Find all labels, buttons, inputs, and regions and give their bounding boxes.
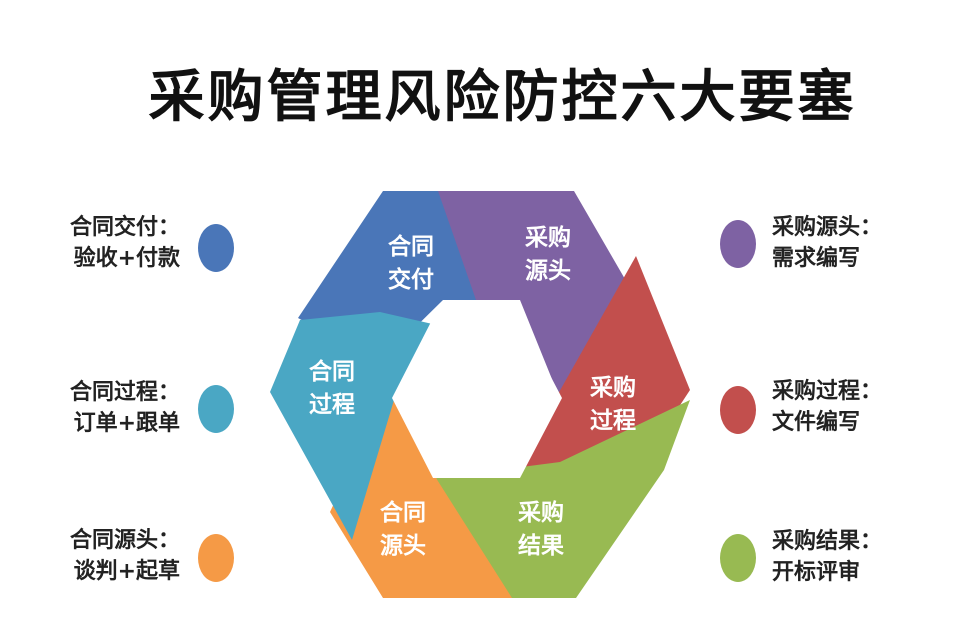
segment-label-procurement-source-2: 源头 <box>525 258 571 284</box>
right-item-procurement-result: 采购结果： 开标评审 <box>772 526 942 588</box>
right-item-title: 采购源头： <box>772 215 883 240</box>
color-dot-red <box>720 386 756 434</box>
color-dot-orange <box>198 534 234 582</box>
center-hexagon <box>392 318 562 478</box>
left-item-detail: 谈判+起草 <box>73 559 180 584</box>
right-item-title: 采购过程： <box>772 379 883 404</box>
segment-label-procurement-process-1: 采购 <box>590 375 636 401</box>
left-item-contract-delivery: 合同交付： 验收+付款 <box>30 212 180 274</box>
segment-shape-contract-process <box>270 312 450 540</box>
right-item-detail: 文件编写 <box>772 410 861 435</box>
color-dot-teal <box>198 385 234 433</box>
segment-label-contract-process-1: 合同 <box>309 358 355 385</box>
left-item-contract-process: 合同过程： 订单+跟单 <box>30 377 180 439</box>
right-item-detail: 开标评审 <box>772 560 861 585</box>
segment-label-contract-process-2: 过程 <box>309 392 355 418</box>
segment-label-procurement-process-2: 过程 <box>590 408 636 434</box>
segment-label-contract-delivery-2: 交付 <box>388 266 434 293</box>
left-item-title: 合同源头： <box>69 528 180 553</box>
right-item-title: 采购结果： <box>772 529 883 554</box>
segment-label-procurement-result-1: 采购 <box>518 500 564 526</box>
segment-shape-procurement-result <box>436 400 690 598</box>
color-dot-green <box>720 534 756 582</box>
right-item-detail: 需求编写 <box>772 246 861 271</box>
left-item-title: 合同过程： <box>69 380 180 405</box>
segment-label-procurement-result-2: 结果 <box>518 533 564 559</box>
left-item-detail: 订单+跟单 <box>73 411 180 436</box>
page-title: 采购管理风险防控六大要塞 <box>148 65 857 130</box>
left-item-detail: 验收+付款 <box>73 246 180 271</box>
segment-label-contract-source-2: 源头 <box>380 533 426 559</box>
left-item-contract-source: 合同源头： 谈判+起草 <box>30 525 180 587</box>
segment-label-contract-source-1: 合同 <box>380 499 426 526</box>
color-dot-purple <box>720 220 756 268</box>
left-item-title: 合同交付： <box>69 215 180 240</box>
right-item-procurement-process: 采购过程： 文件编写 <box>772 376 942 438</box>
color-dot-blue <box>198 224 234 272</box>
right-item-procurement-source: 采购源头： 需求编写 <box>772 212 942 274</box>
segment-label-procurement-source-1: 采购 <box>525 225 571 251</box>
segment-label-contract-delivery-1: 合同 <box>388 233 434 260</box>
